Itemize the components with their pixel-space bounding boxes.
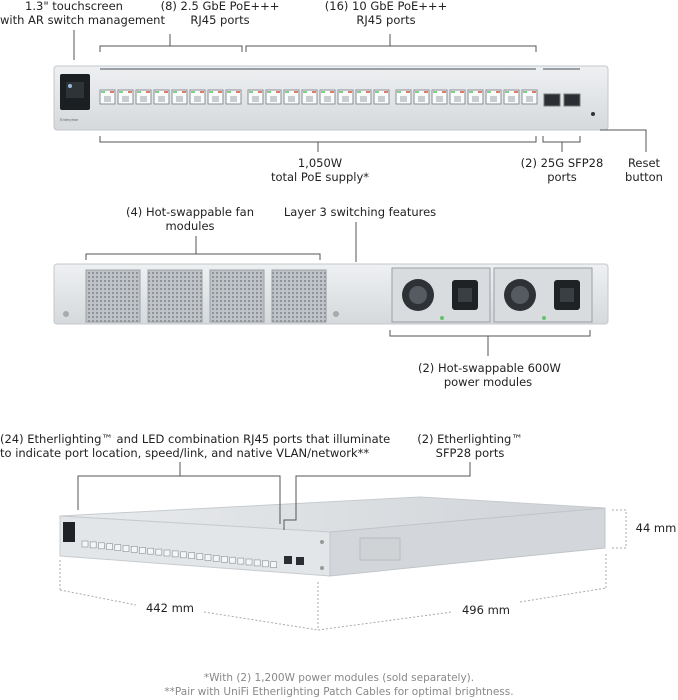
front-panel: Enterprise — [53, 65, 609, 131]
depth-dimension-label: 496 mm — [461, 603, 510, 617]
iso-sfp28-port-1[interactable] — [284, 556, 292, 564]
iso-rj45-port[interactable] — [229, 556, 236, 564]
iso-rj45-port[interactable] — [196, 553, 204, 560]
footnote-patch-cables: **Pair with UniFi Etherlighting Patch Ca… — [164, 686, 514, 698]
dimension-lines — [59, 509, 627, 631]
iso-sfp28-port-2[interactable] — [296, 557, 304, 565]
fan-module-2[interactable] — [147, 269, 203, 323]
front-rj45-ports — [99, 89, 538, 105]
rj45-port[interactable] — [171, 89, 188, 105]
iso-rj45-port[interactable] — [98, 542, 105, 550]
sfp28-port-2[interactable] — [563, 93, 581, 107]
iso-rj45-port[interactable] — [262, 560, 269, 568]
rj45-port[interactable] — [283, 89, 300, 105]
rj45-port[interactable] — [337, 89, 354, 105]
ports-10g-label: (16) 10 GbE PoE+++ RJ45 ports — [324, 0, 448, 27]
rj45-port[interactable] — [319, 89, 336, 105]
poe-supply-label: 1,050W total PoE supply* — [270, 156, 370, 184]
rj45-port[interactable] — [265, 89, 282, 105]
reset-button[interactable] — [591, 112, 595, 116]
rj45-port[interactable] — [395, 89, 412, 105]
power-module-2[interactable] — [493, 267, 593, 323]
rj45-port[interactable] — [247, 89, 264, 105]
power-modules — [391, 267, 593, 323]
rj45-port[interactable] — [207, 89, 224, 105]
iso-rj45-port[interactable] — [89, 541, 97, 549]
iso-rj45-port[interactable] — [155, 548, 163, 556]
iso-rj45-ports — [81, 540, 277, 569]
rj45-port[interactable] — [153, 89, 170, 105]
fan-module-4[interactable] — [271, 269, 327, 323]
rj45-port[interactable] — [189, 89, 206, 105]
iso-rj45-port[interactable] — [122, 545, 130, 552]
rj45-port[interactable] — [99, 89, 116, 105]
fan-module-1[interactable] — [85, 269, 141, 323]
fan-module-3[interactable] — [209, 269, 265, 323]
width-dimension-label: 442 mm — [145, 601, 194, 615]
rj45-port[interactable] — [117, 89, 134, 105]
etherlighting-rj45-label: (24) Etherlighting™ and LED combination … — [0, 432, 391, 460]
sfp28-port-1[interactable] — [543, 93, 561, 107]
iso-rj45-port[interactable] — [180, 551, 187, 559]
isometric-view — [59, 496, 606, 577]
iso-rj45-port[interactable] — [221, 555, 228, 563]
footnote-power: *With (2) 1,200W power modules (sold sep… — [203, 672, 475, 684]
power-label: (2) Hot-swappable 600W power modules — [418, 361, 561, 389]
iso-rj45-port[interactable] — [245, 558, 253, 566]
iso-rj45-port[interactable] — [163, 549, 171, 557]
layer3-label: Layer 3 switching features — [283, 205, 437, 219]
iso-rj45-port[interactable] — [130, 546, 138, 553]
rj45-port[interactable] — [503, 89, 520, 105]
iso-rj45-port[interactable] — [237, 557, 245, 565]
rj45-port[interactable] — [225, 89, 242, 105]
rj45-port[interactable] — [135, 89, 152, 105]
svg-text:Enterprise: Enterprise — [60, 117, 79, 122]
iso-rj45-port[interactable] — [171, 550, 179, 558]
ports-2-5g-label: (8) 2.5 GbE PoE+++ RJ45 ports — [160, 0, 280, 27]
iso-rj45-port[interactable] — [253, 559, 261, 567]
rj45-port[interactable] — [301, 89, 318, 105]
leader-lines — [73, 30, 647, 530]
iso-rj45-port[interactable] — [212, 555, 220, 562]
iso-rj45-port[interactable] — [188, 552, 195, 560]
sfp28-label: (2) 25G SFP28 ports — [520, 156, 604, 184]
iso-rj45-port[interactable] — [106, 543, 113, 551]
rj45-port[interactable] — [431, 89, 448, 105]
rj45-port[interactable] — [521, 89, 538, 105]
height-dimension-label: 44 mm — [635, 521, 677, 535]
fan-modules — [85, 269, 327, 323]
iso-touchscreen[interactable] — [63, 522, 75, 542]
rear-panel — [53, 263, 609, 325]
touchscreen-label: 1.3" touchscreen with AR switch manageme… — [0, 0, 165, 27]
iso-rj45-port[interactable] — [81, 540, 89, 548]
iso-rj45-port[interactable] — [270, 561, 277, 569]
reset-label: Reset button — [625, 156, 663, 184]
iso-rj45-port[interactable] — [147, 547, 154, 555]
front-sfp28-ports — [543, 93, 581, 107]
rj45-port[interactable] — [449, 89, 466, 105]
fans-label: (4) Hot-swappable fan modules — [126, 205, 254, 233]
rj45-port[interactable] — [467, 89, 484, 105]
iso-rj45-port[interactable] — [204, 554, 212, 561]
etherlighting-sfp-label: (2) Etherlighting™ SFP28 ports — [417, 432, 523, 460]
power-module-1[interactable] — [391, 267, 491, 323]
iso-rj45-port[interactable] — [139, 546, 146, 554]
rj45-port[interactable] — [373, 89, 390, 105]
iso-rj45-port[interactable] — [114, 544, 122, 551]
rj45-port[interactable] — [355, 89, 372, 105]
rj45-port[interactable] — [413, 89, 430, 105]
rj45-port[interactable] — [485, 89, 502, 105]
